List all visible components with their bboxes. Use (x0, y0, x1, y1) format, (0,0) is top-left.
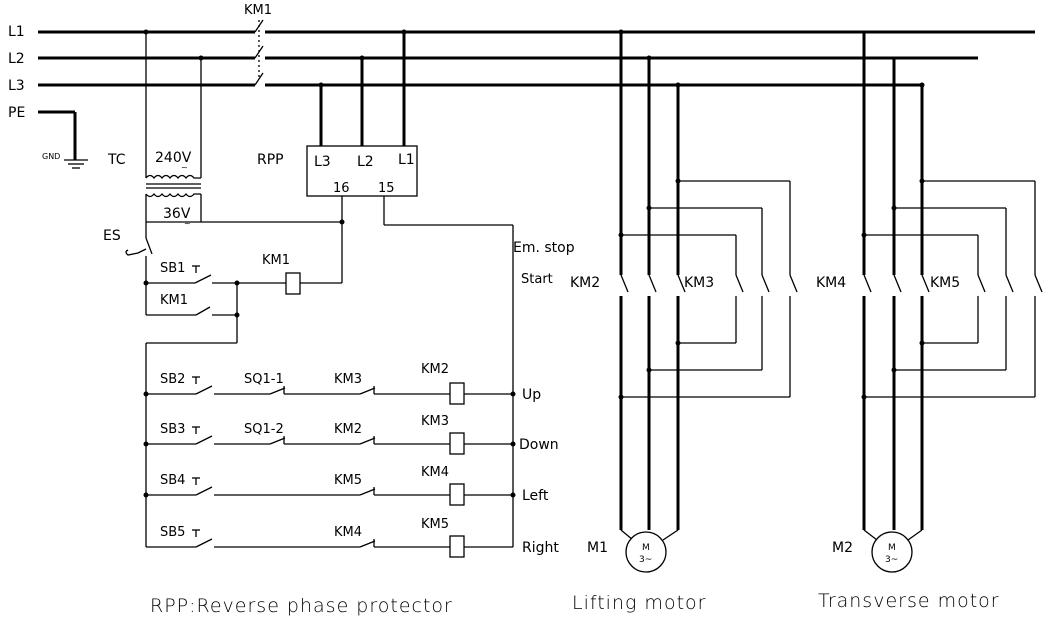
primary-voltage-label: 240V (155, 150, 192, 166)
rpp-terminal-15: 15 (378, 181, 395, 196)
m2-label: M2 (832, 540, 853, 556)
transverse-power-circuit (862, 32, 1043, 541)
m1-phase-symbol: 3~ (639, 555, 652, 565)
m2-symbol: M (888, 543, 896, 553)
sb4-label: SB4 (160, 473, 185, 488)
right-interlock-label: KM4 (334, 525, 362, 540)
down-label: Down (519, 437, 559, 453)
left-interlock-label: KM5 (334, 473, 362, 488)
km3-power-label: KM3 (684, 275, 714, 291)
secondary-voltage-label: 36V (163, 206, 191, 222)
control-wiring (125, 196, 514, 547)
rung-left (146, 477, 513, 496)
km3-coil-icon (449, 432, 465, 455)
primary-ac-symbol: ~ (181, 163, 188, 172)
transverse-motor-icon (871, 531, 913, 573)
right-coil-label: KM5 (421, 517, 449, 532)
m1-symbol: M (642, 543, 650, 553)
em-stop-label: Em. stop (513, 240, 575, 256)
sb2-label: SB2 (160, 372, 185, 387)
transformer-icon (145, 32, 202, 222)
km5-power-label: KM5 (930, 275, 960, 291)
rpp-feeds (319, 32, 406, 146)
km1-coil-label: KM1 (262, 253, 290, 268)
right-label: Right (522, 540, 559, 556)
up-label: Up (522, 387, 541, 403)
rung-right (146, 529, 513, 548)
rpp-caption: RPP:Reverse phase protector (150, 595, 453, 617)
rpp-terminal-l1: L1 (398, 152, 415, 168)
km5-coil-icon (449, 535, 465, 558)
rung-up (146, 376, 513, 395)
down-interlock-label: KM2 (334, 422, 362, 437)
km4-coil-icon (449, 483, 465, 506)
sb5-label: SB5 (160, 525, 185, 540)
sb3-label: SB3 (160, 422, 185, 437)
m2-phase-symbol: 3~ (885, 555, 898, 565)
km1-main-label: KM1 (244, 3, 272, 18)
rpp-terminal-l2: L2 (357, 154, 374, 170)
km1-main-contacts-icon (254, 19, 264, 86)
line-pe-label: PE (8, 105, 25, 121)
es-label: ES (103, 228, 121, 244)
left-label: Left (522, 488, 549, 504)
km4-power-label: KM4 (816, 275, 846, 291)
sq1-2-label: SQ1-2 (244, 422, 284, 437)
gnd-label: GND (42, 152, 60, 161)
km2-coil-icon (449, 382, 465, 405)
line-l3-label: L3 (8, 78, 25, 94)
start-label: Start (521, 272, 553, 287)
sb1-label: SB1 (160, 261, 185, 276)
rpp-terminal-l3: L3 (314, 154, 331, 170)
rpp-box (306, 145, 418, 197)
line-l2-label: L2 (8, 51, 25, 67)
left-coil-label: KM4 (421, 465, 449, 480)
rung-down (146, 426, 513, 445)
down-coil-label: KM3 (421, 414, 449, 429)
power-bus (38, 30, 1035, 160)
transformer-label: TC (107, 152, 126, 168)
km1-hold-label: KM1 (160, 293, 188, 308)
up-interlock-label: KM3 (334, 372, 362, 387)
sq1-1-label: SQ1-1 (244, 372, 284, 387)
km1-coil-icon (285, 272, 301, 295)
m1-label: M1 (587, 540, 608, 556)
ground-icon (64, 159, 88, 169)
rpp-label: RPP (257, 152, 284, 168)
secondary-ac-symbol: ~ (184, 219, 191, 228)
line-l1-label: L1 (8, 24, 25, 40)
transverse-motor-caption: Transverse motor (818, 590, 1000, 612)
km2-power-label: KM2 (570, 275, 600, 291)
lifting-motor-caption: Lifting motor (572, 592, 706, 614)
lifting-motor-icon (625, 531, 667, 573)
up-coil-label: KM2 (421, 362, 449, 377)
rpp-terminal-16: 16 (333, 181, 350, 196)
